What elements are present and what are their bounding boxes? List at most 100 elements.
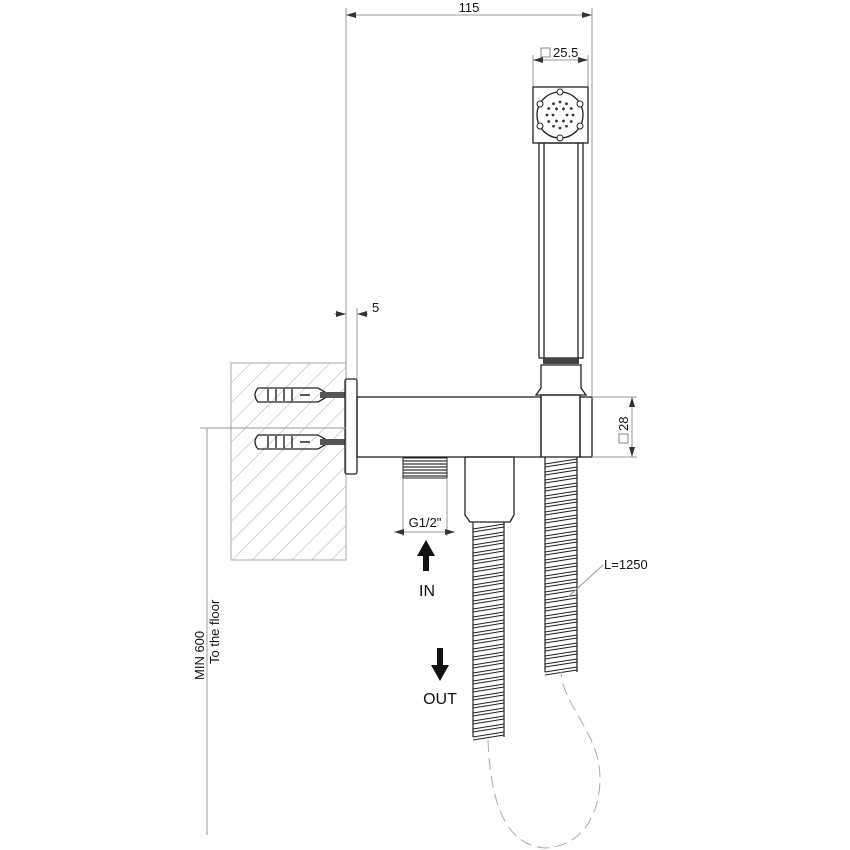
hose-coil (544, 570, 578, 580)
dimension-5: 5 (334, 300, 379, 379)
hose-coil (472, 603, 505, 613)
floor-dimension: MIN 600 To the floor (192, 427, 346, 835)
min-600-label: MIN 600 (192, 631, 207, 680)
hose-outlet (464, 456, 515, 523)
hose-coil (472, 587, 505, 597)
hose-coil (544, 514, 578, 524)
nozzle-dot (565, 102, 568, 106)
hose-coil (544, 594, 578, 604)
hose-coil (472, 539, 505, 549)
hose-coil (544, 618, 578, 628)
hose-coil (472, 531, 505, 541)
square-symbol-icon (618, 433, 629, 444)
hose-coil (544, 658, 578, 668)
hose-coil (544, 458, 578, 468)
nozzle-dot (552, 124, 555, 128)
hose-coil (472, 731, 505, 741)
hose-coil (472, 643, 505, 653)
dim-25-5-label: 25.5 (553, 45, 578, 60)
nozzle-dot (545, 113, 549, 117)
nozzle-dot (555, 107, 558, 111)
hose-coil (472, 723, 505, 733)
hose-coil (472, 635, 505, 645)
hose-coil (544, 562, 578, 572)
hose-coil (544, 474, 578, 484)
dimension-25-5: 25.5 (532, 45, 589, 86)
hose-coil (544, 578, 578, 588)
inlet-arrow-icon (417, 540, 435, 571)
hand-shower (532, 86, 589, 396)
hose-coil (472, 579, 505, 589)
hose-coil (544, 490, 578, 500)
hose-coil (544, 610, 578, 620)
in-label: IN (419, 583, 435, 600)
hose-coil (472, 627, 505, 637)
spray-nozzles (536, 88, 584, 142)
nozzle-dot (562, 119, 565, 123)
nozzle-dot (551, 113, 555, 117)
nozzle-dot (555, 119, 558, 123)
dim-5-label: 5 (372, 300, 379, 315)
hose-coil (544, 634, 578, 644)
bracket-arm (356, 396, 542, 458)
to-the-floor-label: To the floor (207, 599, 222, 664)
hose-coil (472, 699, 505, 709)
hose-coil (472, 659, 505, 669)
shower-holder (540, 394, 581, 458)
hose-coil (544, 586, 578, 596)
dimension-115: 115 (345, 0, 593, 396)
nozzle-dot (558, 100, 562, 104)
dim-28-label: 28 (616, 417, 631, 431)
hose-coil (472, 523, 505, 533)
outlet-arrow-icon (431, 648, 449, 681)
wall-anchor (254, 434, 345, 450)
hose-coil (472, 563, 505, 573)
hose-coil (472, 651, 505, 661)
out-label: OUT (423, 691, 457, 708)
thread-label: G1/2" (409, 515, 442, 530)
hose-coil (544, 506, 578, 516)
holder-side (579, 396, 593, 458)
hose-coil (472, 667, 505, 677)
dimension-28: 28 (592, 396, 637, 458)
wall-anchor (254, 387, 345, 403)
hose-coil (472, 571, 505, 581)
nozzle-dot (562, 107, 565, 111)
hose-coil (544, 546, 578, 556)
hose-coil (472, 691, 505, 701)
nozzle-dot (558, 126, 562, 130)
hose-coil (472, 715, 505, 725)
nozzle-dot (569, 107, 573, 110)
hose-coil (544, 522, 578, 532)
hose-coil (472, 547, 505, 557)
nozzle-dot (571, 113, 575, 117)
hose-coil (544, 642, 578, 652)
hose-coil (472, 707, 505, 717)
nozzle-dot (547, 120, 551, 123)
nozzle-dot (569, 120, 573, 123)
hose-coil (472, 683, 505, 693)
hose-coil (544, 554, 578, 564)
hose-coil (544, 498, 578, 508)
hose-coil (472, 595, 505, 605)
wall-plate (344, 378, 358, 475)
hose-coil (544, 650, 578, 660)
hose-coil (544, 538, 578, 548)
hose-coil (472, 611, 505, 621)
hose-coil (472, 675, 505, 685)
nozzle-dot (547, 107, 551, 110)
nozzle-dot (552, 102, 555, 106)
hose-coil (544, 466, 578, 476)
hose-coil (472, 555, 505, 565)
hose-coil (544, 530, 578, 540)
hose-coil (544, 626, 578, 636)
dim-115-label: 115 (459, 0, 480, 15)
hose-coil (472, 619, 505, 629)
hose-continuation (487, 671, 601, 849)
hose-shower-section (544, 457, 578, 676)
nozzle-dot (565, 113, 569, 117)
hose-length-label: L=1250 (604, 557, 648, 572)
hose-coil (544, 602, 578, 612)
